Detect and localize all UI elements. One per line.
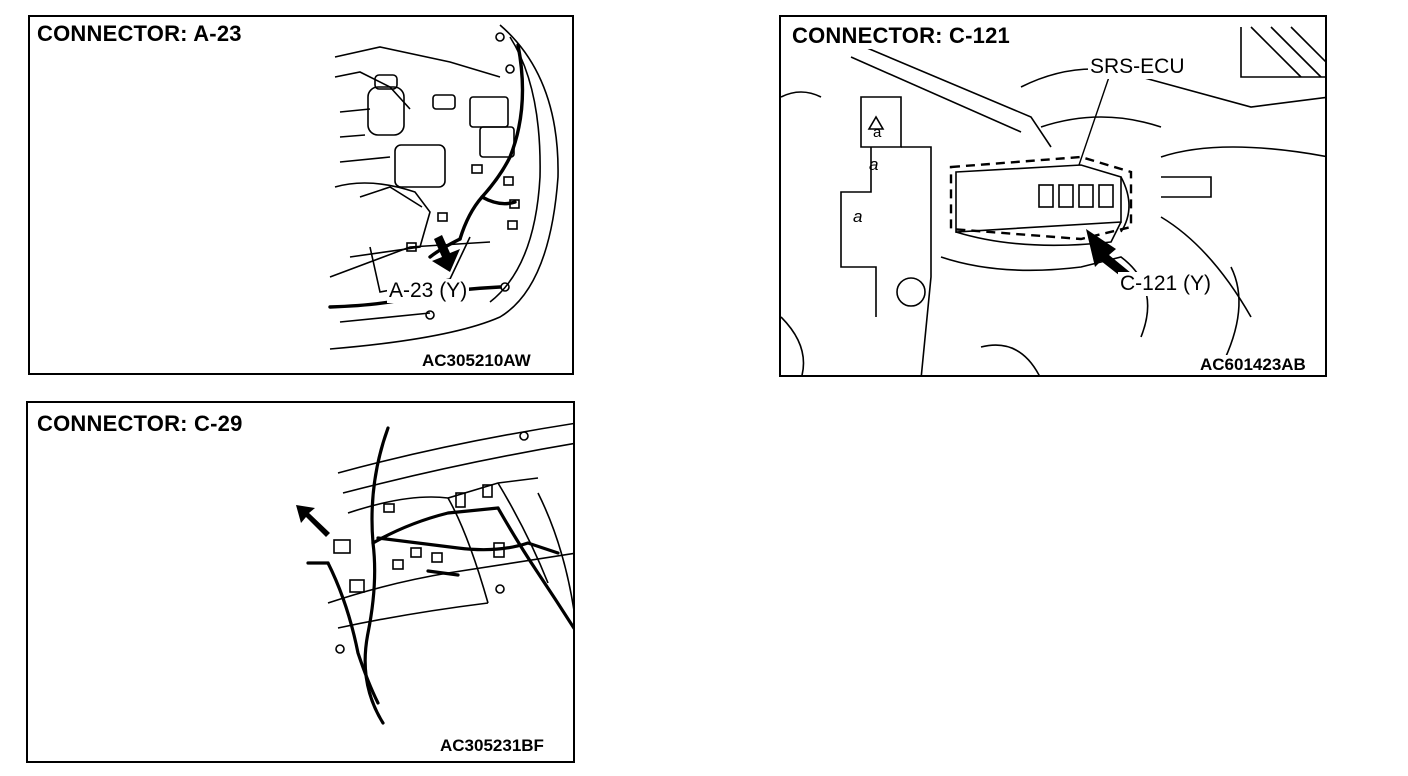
pointer-arrow-icon — [432, 235, 460, 272]
bracket-mark: a — [873, 124, 882, 141]
instrument-panel-illustration — [296, 422, 573, 725]
connector-callout-label: A-23 (Y) — [387, 279, 470, 303]
image-code: AC305231BF — [439, 736, 545, 756]
connector-callout-label: C-121 (Y) — [1118, 272, 1214, 296]
connector-a23-panel: CONNECTOR: A-23 A-23 (Y) AC305210AW — [28, 15, 574, 375]
srs-ecu-illustration — [781, 26, 1325, 375]
connector-c121-panel: CONNECTOR: C-121 SRS-ECU C-121 (Y) a a a… — [779, 15, 1327, 377]
pointer-arrow-icon — [296, 505, 330, 537]
bracket-mark: a — [869, 155, 879, 174]
image-code: AC601423AB — [1199, 355, 1307, 375]
bracket-mark: a — [853, 207, 863, 226]
srs-ecu-label: SRS-ECU — [1088, 55, 1187, 79]
panel-title: CONNECTOR: A-23 — [35, 21, 244, 47]
image-code: AC305210AW — [421, 351, 532, 371]
engine-bay-illustration — [328, 24, 559, 350]
connector-c29-panel: CONNECTOR: C-29 AC305231BF — [26, 401, 575, 763]
pointer-arrow-icon — [1086, 229, 1131, 279]
panel-title: CONNECTOR: C-29 — [35, 411, 245, 437]
panel-title: CONNECTOR: C-121 — [790, 23, 1012, 49]
